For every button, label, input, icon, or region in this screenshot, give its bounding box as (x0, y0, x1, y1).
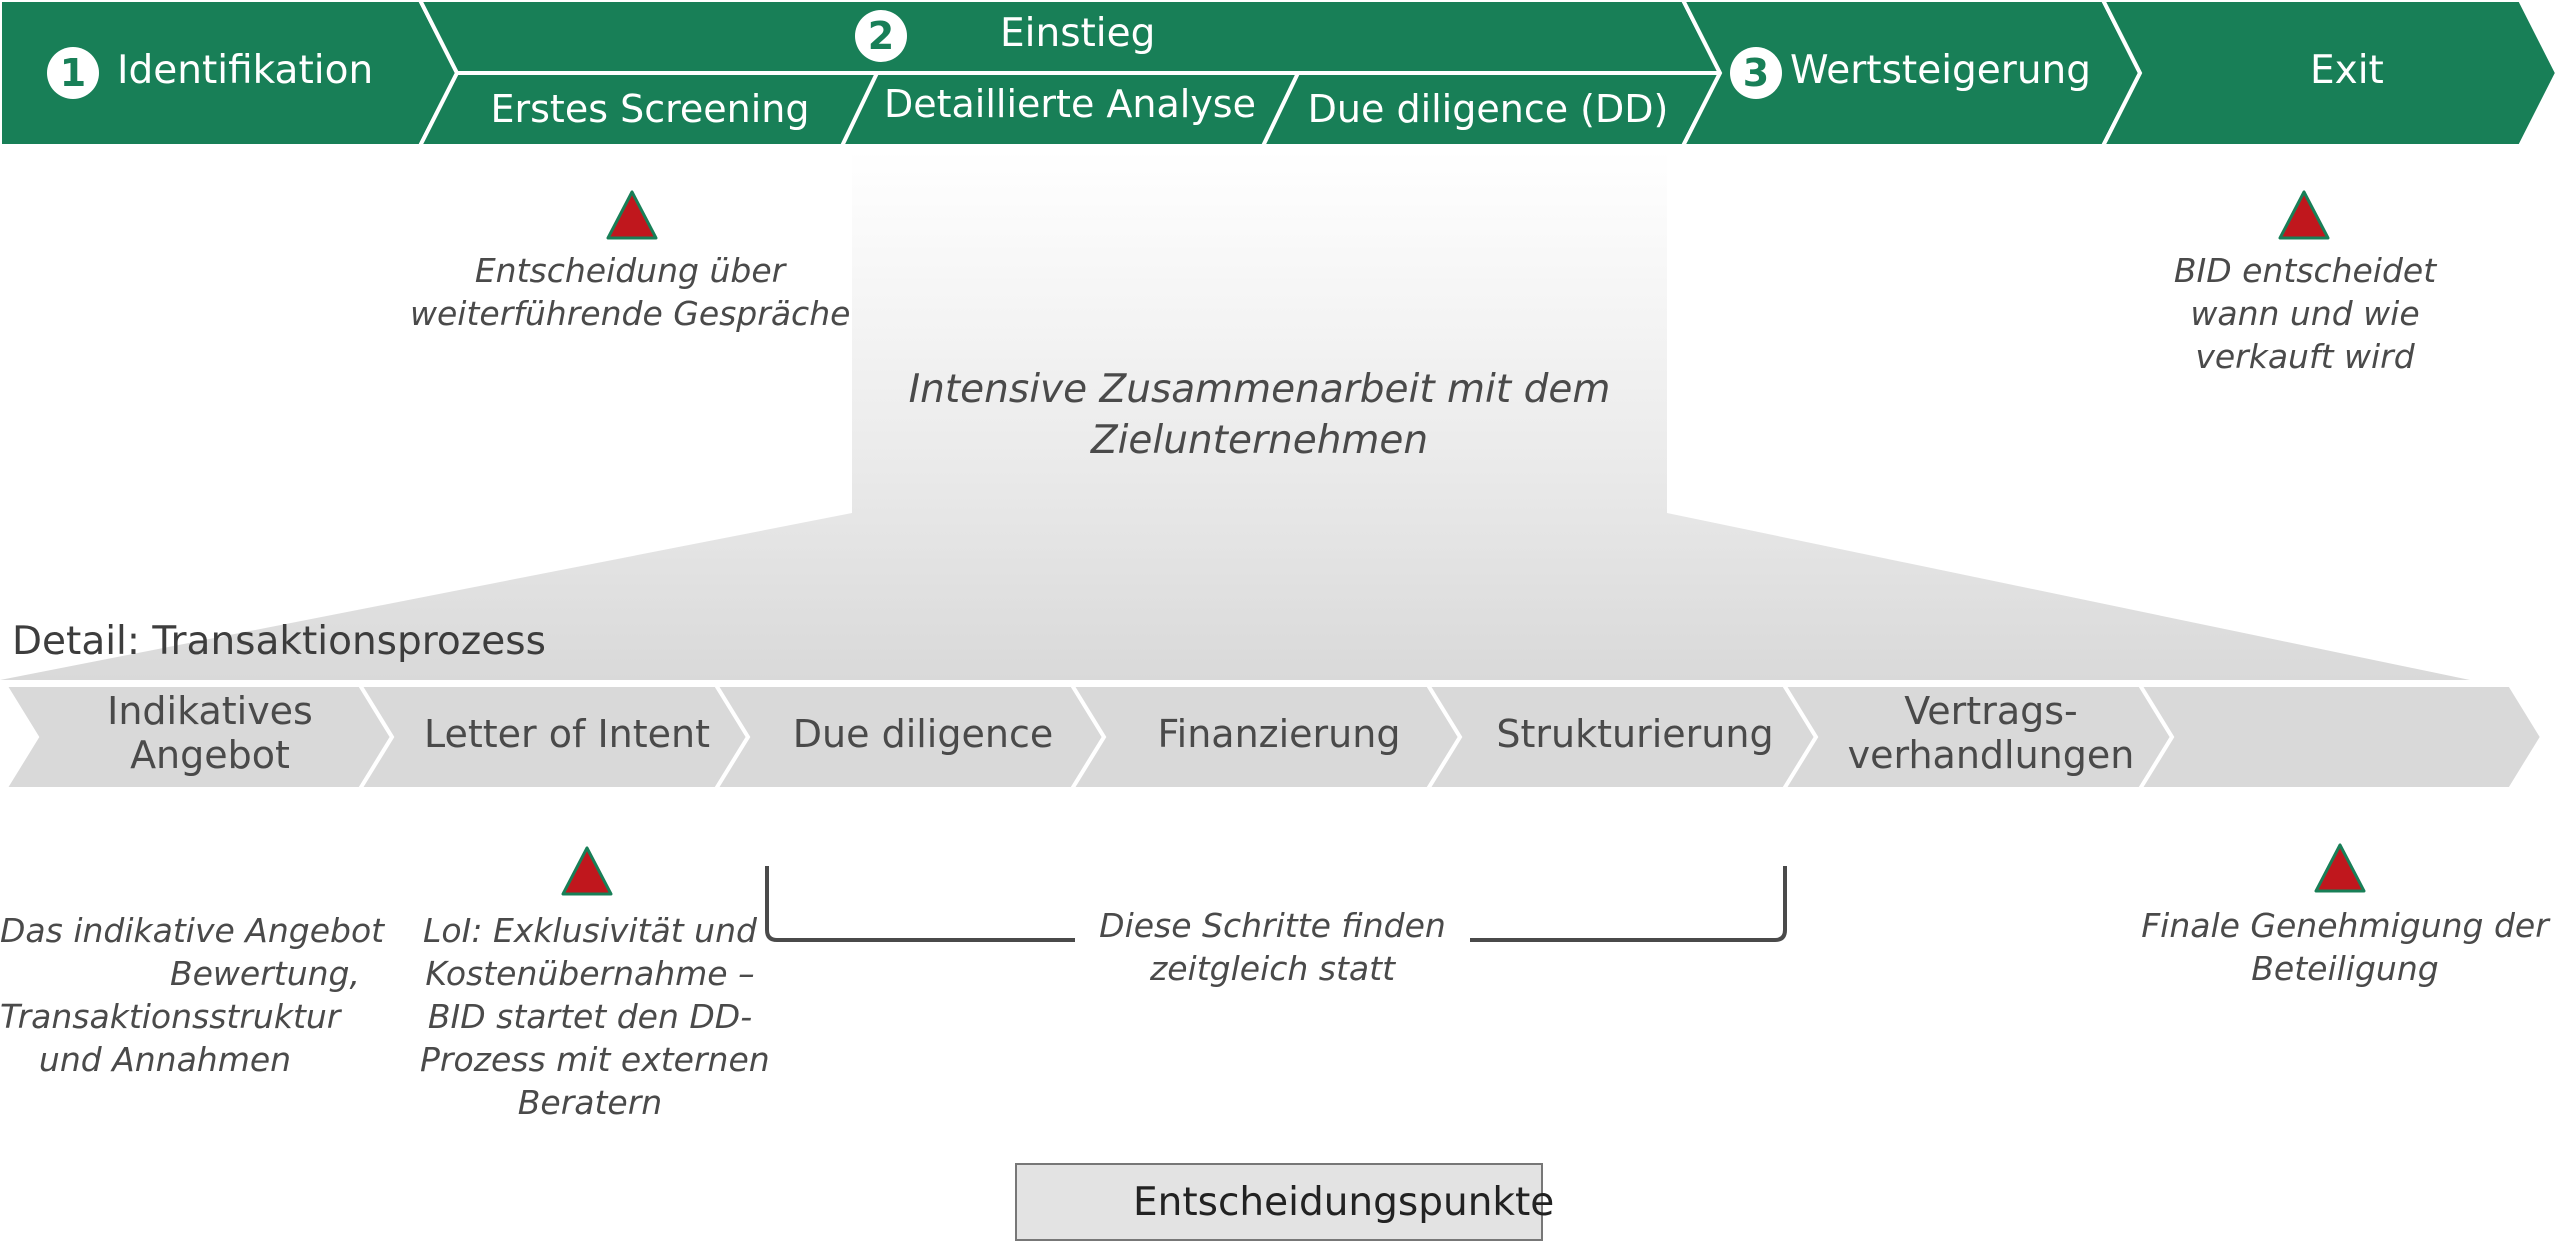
step-label-finanzierung: Finanzierung (1157, 712, 1401, 756)
step-label-strukturierung: Strukturierung (1496, 712, 1774, 756)
phase-number-2: 2 (855, 10, 907, 62)
subphase-label-analyse: Detaillierte Analyse (883, 82, 1256, 126)
phase-number-3: 3 (1730, 47, 1782, 99)
note-exit-decision: BID entscheidet wann und wie verkauft wi… (2173, 251, 2437, 376)
subphase-label-dd: Due diligence (DD) (1307, 87, 1669, 131)
legend (1015, 1163, 1543, 1241)
phase-chevron-exit (2099, 0, 2560, 148)
note-indikatives-angebot: Das indikative Angebot Bewertung, Transa… (0, 911, 385, 1079)
note-screening-decision: Entscheidung über weiterführende Gespräc… (410, 251, 851, 333)
subphase-separator-2 (1261, 72, 1300, 147)
step-label-due-diligence: Due diligence (792, 712, 1054, 756)
parallel-bracket (765, 866, 1787, 942)
focus-text: Intensive Zusammenarbeit mit dem Zielunt… (908, 367, 1611, 463)
step-chevron-7 (2136, 683, 2545, 791)
detail-title: Detail: Transaktionsprozess (12, 619, 546, 664)
note-loi: LoI: Exklusivität und Kostenübernahme – … (420, 911, 770, 1122)
phase-label-exit: Exit (2310, 48, 2384, 93)
focus-funnel (0, 150, 2470, 680)
legend-label: Entscheidungspunkte (1133, 1180, 1555, 1225)
phase-label-einstieg: Einstieg (1000, 11, 1156, 56)
phase-label-wertsteigerung: Wertsteigerung (1790, 48, 2092, 93)
process-chevrons (1, 683, 2545, 791)
step-label-letter-of-intent: Letter of Intent (423, 712, 711, 756)
decision-triangle-icon (2314, 843, 2366, 893)
phase-label-identifikation: Identifikation (117, 48, 374, 93)
subphase-separator-1 (840, 72, 879, 147)
step-label-vertragsverhandlungen: Vertrags- verhandlungen (1847, 689, 2135, 777)
note-final-approval: Finale Genehmigung der Beteiligung (2141, 906, 2549, 988)
decision-triangle-icon (2278, 190, 2330, 240)
phase-number-1: 1 (47, 47, 99, 99)
subphase-label-screening: Erstes Screening (490, 87, 810, 131)
note-parallel-steps: Diese Schritte finden zeitgleich statt (1099, 906, 1446, 988)
step-label-indikatives-angebot: Indikatives Angebot (107, 689, 313, 777)
decision-triangle-icon (606, 190, 658, 240)
decision-triangle-icon (561, 846, 613, 896)
